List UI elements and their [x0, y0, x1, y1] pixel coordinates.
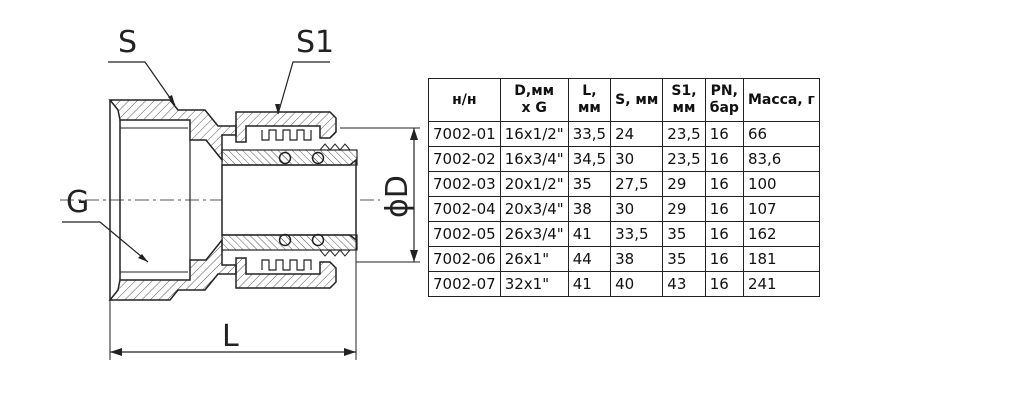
o-ring-bottom-right [311, 233, 325, 247]
cell: 23,5 [662, 121, 706, 147]
cell: 66 [742, 121, 820, 147]
cell: 35 [662, 221, 706, 247]
label-d: ϕD [380, 175, 415, 218]
cell: 7002-02 [428, 146, 501, 172]
label-g: G [66, 185, 90, 220]
leader-g [62, 221, 149, 263]
header-l: L, мм [567, 78, 612, 122]
cell: 162 [742, 221, 820, 247]
cell: 35 [662, 246, 706, 272]
header-mass: Масса, г [742, 78, 820, 122]
header-d-g: D,мм х G [499, 78, 569, 122]
o-ring-top-left [278, 151, 292, 165]
header-nn: н/н [428, 78, 501, 122]
union-nut-lower [235, 257, 337, 289]
cell: 16 [704, 171, 744, 197]
table-row: 7002-02 16x3/4" 34,5 30 23,5 16 83,6 [428, 146, 820, 172]
cell: 16 [704, 221, 744, 247]
cell: 7002-01 [428, 121, 501, 147]
table-row: 7002-05 26x3/4" 41 33,5 35 16 162 [428, 221, 820, 247]
cell: 7002-03 [428, 171, 501, 197]
table-row: 7002-01 16x1/2" 33,5 24 23,5 16 66 [428, 121, 820, 147]
cell: 29 [662, 171, 706, 197]
cell: 26x1" [499, 246, 569, 272]
table-header-row: н/н D,мм х G L, мм S, мм S1, мм PN, бар … [428, 78, 820, 122]
cell: 33,5 [610, 221, 664, 247]
cell: 16 [704, 196, 744, 222]
cell: 241 [742, 271, 820, 297]
cell: 38 [567, 196, 612, 222]
insert-tube [221, 158, 357, 242]
o-ring-bottom-left [278, 233, 292, 247]
table-row: 7002-06 26x1" 44 38 35 16 181 [428, 246, 820, 272]
cell: 7002-06 [428, 246, 501, 272]
cell: 29 [662, 196, 706, 222]
cell: 16 [704, 271, 744, 297]
cell: 43 [662, 271, 706, 297]
cell: 16 [704, 146, 744, 172]
table-row: 7002-03 20x1/2" 35 27,5 29 16 100 [428, 171, 820, 197]
cell: 16x3/4" [499, 146, 569, 172]
nut-upper-section [108, 99, 237, 163]
label-l: L [222, 319, 239, 354]
cell: 181 [742, 246, 820, 272]
cell: 83,6 [742, 146, 820, 172]
cell: 41 [567, 221, 612, 247]
label-s1: S1 [296, 25, 335, 60]
union-nut-upper [235, 111, 337, 143]
cell: 38 [610, 246, 664, 272]
cell: 20x3/4" [499, 196, 569, 222]
cell: 35 [567, 171, 612, 197]
spec-table: н/н D,мм х G L, мм S, мм S1, мм PN, бар … [428, 78, 820, 297]
header-s1: S1, мм [662, 78, 706, 122]
cell: 7002-05 [428, 221, 501, 247]
table-row: 7002-04 20x3/4" 38 30 29 16 107 [428, 196, 820, 222]
cell: 7002-04 [428, 196, 501, 222]
cell: 16x1/2" [499, 121, 569, 147]
o-ring-top-right [311, 151, 325, 165]
leader-s1 [277, 61, 330, 115]
cell: 33,5 [567, 121, 612, 147]
cell: 32x1" [499, 271, 569, 297]
cell: 30 [610, 196, 664, 222]
cell: 7002-07 [428, 271, 501, 297]
cell: 30 [610, 146, 664, 172]
table-row: 7002-07 32x1" 41 40 43 16 241 [428, 271, 820, 297]
cell: 26x3/4" [499, 221, 569, 247]
leader-s [108, 61, 176, 106]
cell: 16 [704, 121, 744, 147]
header-s: S, мм [610, 78, 664, 122]
cell: 34,5 [567, 146, 612, 172]
label-s: S [118, 25, 138, 60]
cell: 40 [610, 271, 664, 297]
cell: 27,5 [610, 171, 664, 197]
nut-lower-section [108, 237, 237, 301]
cell: 44 [567, 246, 612, 272]
cell: 107 [742, 196, 820, 222]
cell: 24 [610, 121, 664, 147]
cell: 20x1/2" [499, 171, 569, 197]
cell: 41 [567, 271, 612, 297]
cell: 23,5 [662, 146, 706, 172]
header-pn: PN, бар [704, 78, 744, 122]
cell: 100 [742, 171, 820, 197]
cell: 16 [704, 246, 744, 272]
